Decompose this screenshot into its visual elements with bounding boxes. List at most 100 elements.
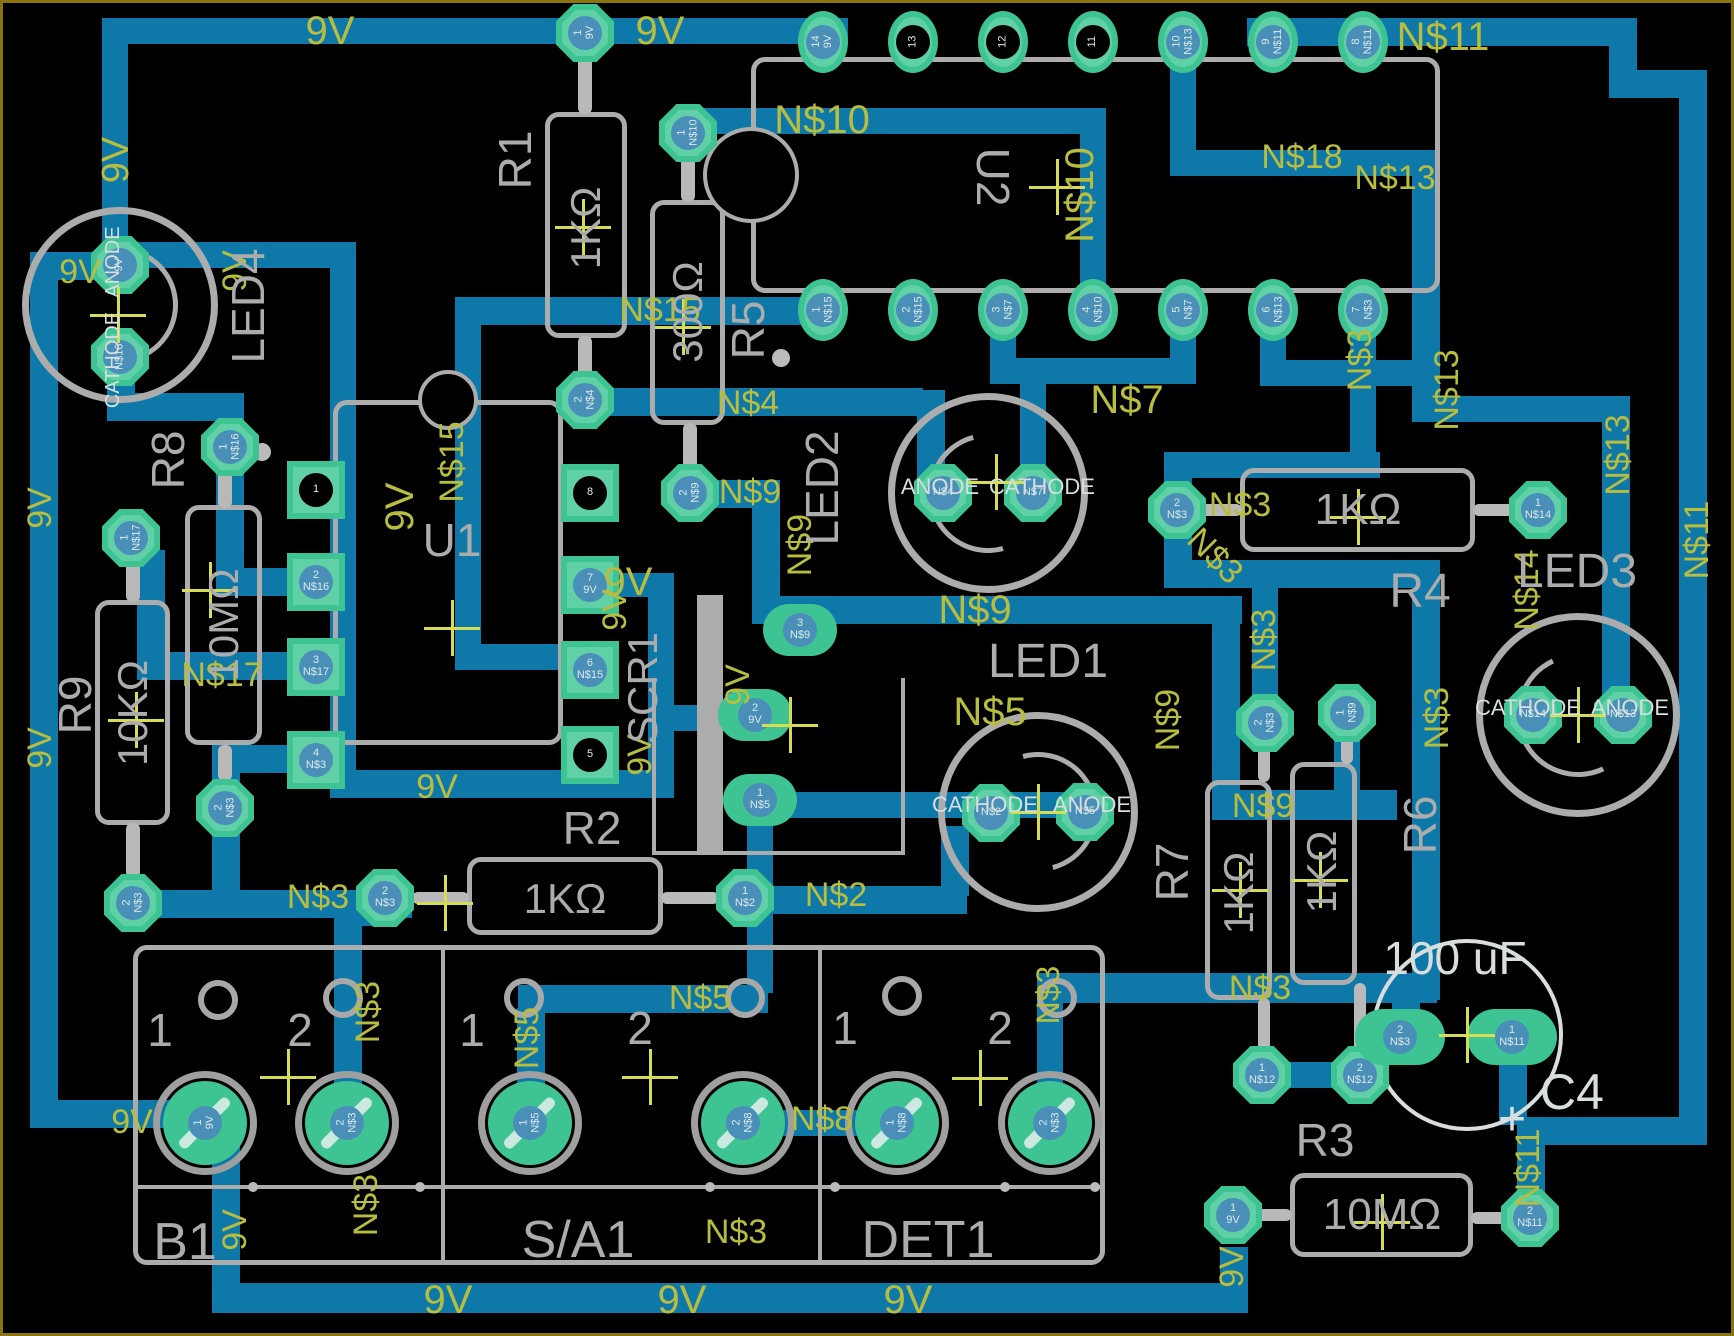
pad-hole-ring: [478, 1071, 582, 1175]
copper-trace[interactable]: [1679, 70, 1707, 1145]
origin-cross: [1238, 862, 1242, 918]
origin-cross: [1576, 687, 1580, 743]
pad-oval[interactable]: 13: [888, 11, 938, 73]
component-outline[interactable]: [650, 200, 725, 425]
copper-trace[interactable]: [1170, 150, 1440, 176]
pad-oval[interactable]: 12: [978, 11, 1028, 73]
component-outline[interactable]: [95, 600, 170, 825]
component-circle[interactable]: [938, 712, 1138, 912]
pad-octagon[interactable]: N$13: [1594, 686, 1652, 744]
copper-trace[interactable]: [108, 18, 848, 44]
component-outline[interactable]: [1240, 468, 1475, 552]
copper-trace[interactable]: [1080, 108, 1106, 288]
copper-trace[interactable]: [1247, 18, 1637, 46]
copper-trace[interactable]: [1220, 1247, 1248, 1293]
pad-oval[interactable]: 11: [1068, 11, 1118, 73]
copper-trace[interactable]: [1412, 396, 1630, 422]
copper-trace[interactable]: [737, 886, 967, 914]
pad-octagon[interactable]: N$7: [1004, 464, 1062, 522]
component-outline[interactable]: [1290, 762, 1357, 985]
origin-cross: [1036, 784, 1040, 840]
component-outline[interactable]: [467, 857, 663, 935]
pad-hole-ring: [691, 1071, 795, 1175]
copper-trace[interactable]: [1252, 560, 1278, 705]
copper-trace[interactable]: [1170, 56, 1196, 166]
pad-octagon[interactable]: N$4: [914, 464, 972, 522]
component-circle[interactable]: [888, 393, 1088, 593]
silk-line: [818, 945, 822, 1265]
copper-trace[interactable]: [212, 1283, 1248, 1313]
pad-octagon[interactable]: 9V: [91, 236, 149, 294]
copper-trace[interactable]: [1350, 324, 1376, 464]
component-outline[interactable]: [133, 945, 1105, 1265]
component-outline[interactable]: [545, 112, 627, 338]
pad-square[interactable]: 5: [561, 726, 619, 784]
copper-trace[interactable]: [1164, 560, 1440, 588]
copper-trace[interactable]: [30, 252, 58, 1120]
origin-cross: [1318, 852, 1322, 908]
copper-trace[interactable]: [1412, 560, 1440, 1000]
copper-trace[interactable]: [1190, 452, 1380, 478]
copper-trace[interactable]: [1212, 620, 1240, 800]
silk-ring: [323, 978, 363, 1018]
copper-trace[interactable]: [1212, 790, 1397, 820]
pad-square[interactable]: 8: [561, 464, 619, 522]
copper-trace[interactable]: [455, 297, 481, 670]
pad-square[interactable]: 1: [287, 461, 345, 519]
component-outline[interactable]: [1290, 1173, 1473, 1257]
pin-stub: [1256, 1209, 1292, 1221]
pad-octagon[interactable]: N$14: [1504, 686, 1562, 744]
component-circle[interactable]: [22, 207, 218, 403]
copper-trace[interactable]: [573, 388, 923, 416]
component-outline[interactable]: [1205, 780, 1272, 1000]
copper-trace[interactable]: [1545, 1117, 1707, 1145]
component-circle[interactable]: [1476, 613, 1680, 817]
pin-stub: [218, 745, 232, 781]
pad-octagon[interactable]: N$16: [91, 328, 149, 386]
